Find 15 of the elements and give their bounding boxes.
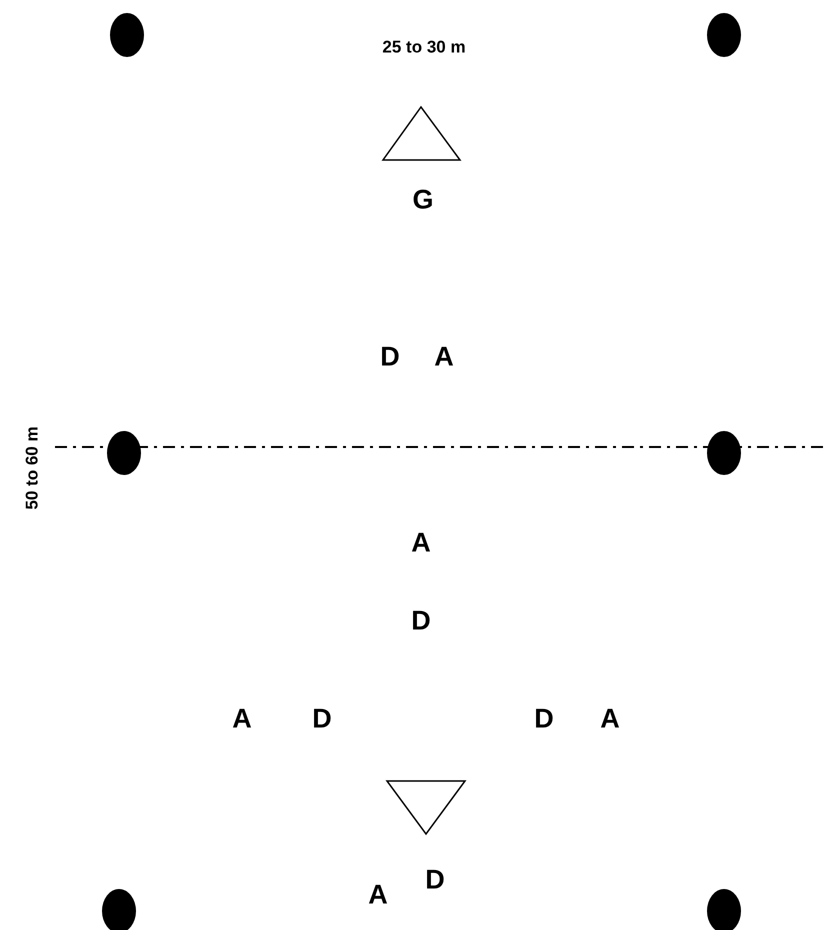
goal-triangle [386, 780, 466, 836]
player-letter: D [425, 866, 445, 894]
player-letter: D [380, 344, 400, 370]
player-letter: A [600, 706, 620, 732]
distance-label: 50 to 60 m [24, 426, 40, 510]
player-letter: D [411, 608, 431, 634]
player-letter: D [312, 706, 332, 732]
player-letter: D [534, 706, 554, 732]
player-letter: A [411, 530, 431, 556]
player-letter: A [232, 706, 252, 732]
player-letter: G [412, 186, 434, 214]
player-letter: A [368, 882, 388, 908]
distance-label: 25 to 30 m [382, 38, 466, 56]
goal-triangle [382, 106, 462, 161]
player-letter: A [434, 344, 454, 370]
